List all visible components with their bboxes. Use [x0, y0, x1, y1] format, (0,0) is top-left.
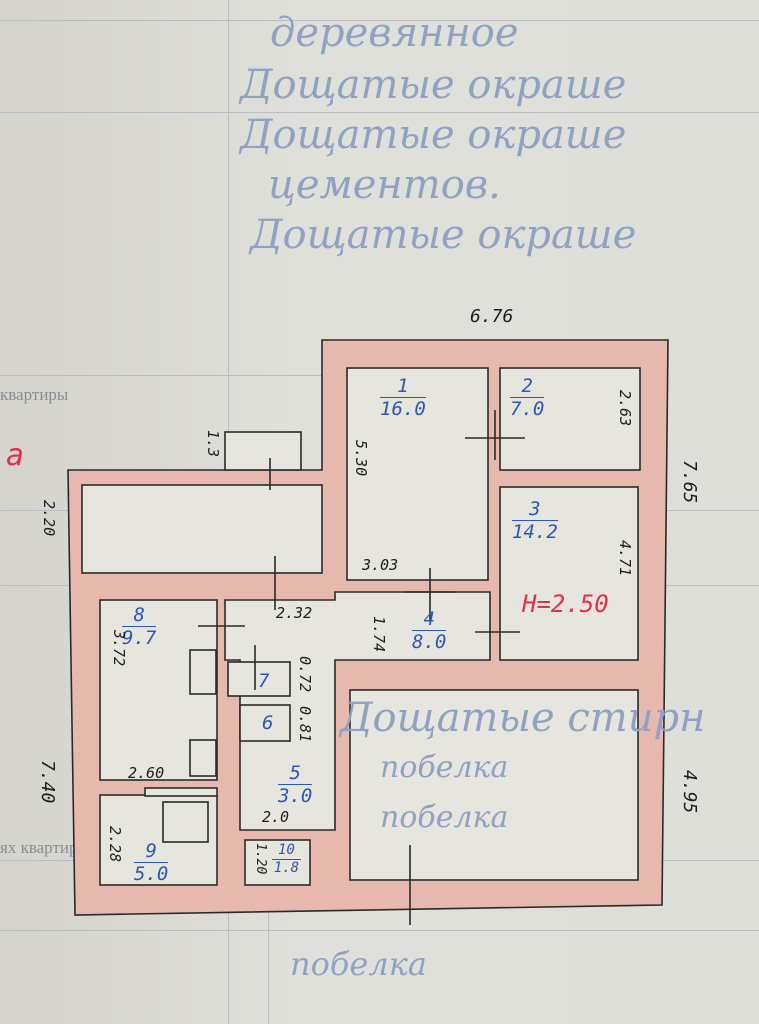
ruled-line — [268, 880, 269, 1024]
handwritten-text: деревянное — [270, 10, 519, 56]
dim-corridor-width: 2.32 — [276, 604, 313, 622]
room-4-corridor — [224, 591, 491, 831]
stove-block — [162, 801, 209, 843]
dim-room6: 0.81 — [296, 706, 314, 743]
room-7 — [227, 661, 291, 697]
handwritten-text: Дощатые стирн — [340, 695, 706, 741]
dim-room9-height: 2.28 — [106, 826, 124, 863]
partition — [144, 787, 218, 797]
room-label-6: 6 — [262, 712, 274, 734]
dim-room1-height: 5.30 — [352, 440, 370, 477]
dim-room8-height: 3.72 — [110, 630, 128, 667]
room-6 — [239, 704, 291, 742]
door-marks — [198, 410, 525, 925]
ceiling-height: H=2.50 — [522, 590, 609, 618]
dim-room2-height: 2.63 — [616, 390, 634, 427]
ruled-line — [0, 112, 759, 113]
dim-kitchen-width: 2.60 — [128, 764, 165, 782]
dim-room10: 1.20 — [253, 843, 268, 875]
handwritten-text: Дощатые окраше — [250, 212, 637, 258]
handwritten-text: побелка — [380, 750, 509, 785]
dim-room1-width: 3.03 — [362, 556, 399, 574]
margin-mark: а — [6, 438, 25, 473]
room-label-7: 7 — [258, 670, 270, 692]
porch — [224, 431, 302, 471]
annex-room — [81, 484, 323, 574]
handwritten-text: побелка — [290, 945, 427, 983]
dim-corridor-height: 1.74 — [370, 616, 388, 653]
room-1 — [346, 367, 489, 581]
dim-top-width: 6.76 — [470, 306, 514, 327]
stove — [189, 649, 217, 695]
ruled-line — [0, 375, 439, 376]
large-room — [349, 689, 639, 881]
dim-left-annex: 2.20 — [40, 500, 58, 537]
sink — [189, 739, 217, 777]
ruled-line — [0, 20, 759, 21]
dim-room5-width: 2.0 — [262, 808, 290, 826]
dim-right-lower: 4.95 — [679, 770, 700, 814]
printed-label: ях квартир — [0, 838, 78, 857]
dim-porch: 1.3 — [204, 430, 222, 458]
handwritten-text: Дощатые окраше — [240, 112, 627, 158]
dim-room7: 0.72 — [296, 656, 314, 693]
dim-left-total: 7.40 — [37, 760, 58, 804]
handwritten-text: побелка — [380, 800, 509, 835]
handwritten-text: цементов. — [268, 162, 501, 208]
room-10 — [244, 839, 311, 886]
handwritten-text: Дощатые окраше — [240, 62, 627, 108]
ruled-line — [0, 930, 759, 931]
dim-right-upper: 7.65 — [679, 460, 700, 504]
dim-room3-height: 4.71 — [616, 540, 634, 577]
room-3 — [499, 486, 639, 661]
printed-label: квартиры — [0, 385, 69, 404]
room-2 — [499, 367, 641, 471]
